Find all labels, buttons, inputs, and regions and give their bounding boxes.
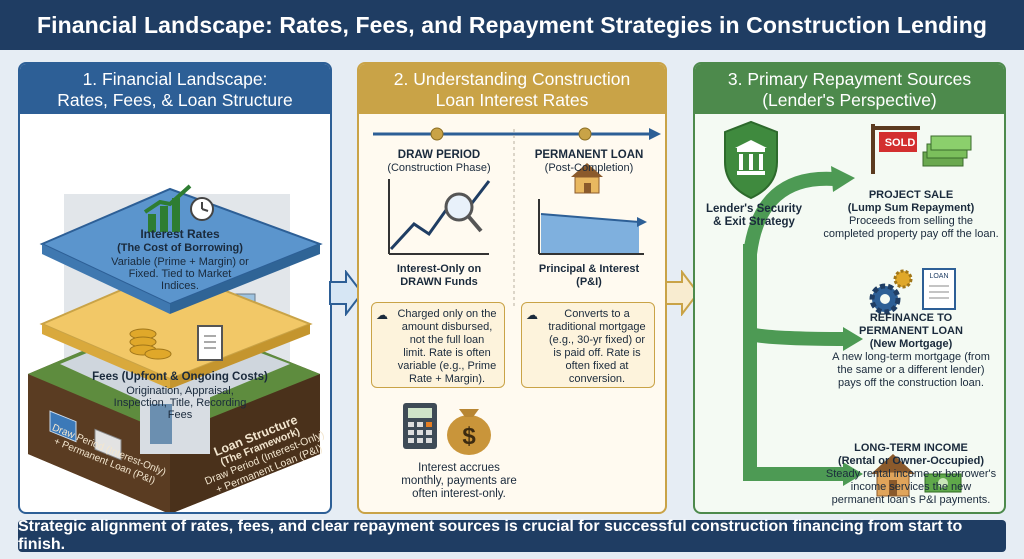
interest-accrual-note: Interest accrues monthly, payments are o…: [401, 462, 517, 500]
panel-loan-structure: 1. Financial Landscape: Rates, Fees, & L…: [18, 62, 332, 514]
money-bag-icon: [447, 415, 491, 455]
clipboard-icon: [197, 325, 223, 361]
interest-rates-title: Interest Rates: [140, 227, 220, 241]
draw-period-title: DRAW PERIOD: [397, 149, 481, 161]
house-icon: [571, 163, 603, 177]
interest-rates-subtitle: (The Cost of Borrowing): [117, 242, 243, 254]
fees-title: Fees (Upfront & Ongoing Costs): [92, 371, 268, 383]
chat-bubble-icon: ☁: [526, 308, 538, 322]
sold-label: SOLD: [884, 137, 916, 149]
loan-label: LOAN: [929, 273, 949, 280]
panel3-heading: 3. Primary Repayment Sources (Lender's P…: [695, 64, 1004, 114]
arrow-right-icon: [329, 270, 364, 316]
magnifier-icon: [444, 192, 474, 222]
calculator-moneybag-illustration: $: [403, 403, 491, 455]
repayment-flow-diagram: [724, 120, 972, 497]
panel-repayment-sources: 3. Primary Repayment Sources (Lender's P…: [693, 62, 1006, 514]
permanent-loan-title: PERMANENT LOAN: [534, 149, 644, 161]
chat-bubble-icon: ☁: [376, 308, 388, 322]
page-title: Financial Landscape: Rates, Fees, and Re…: [0, 0, 1024, 50]
draw-rate-label: Interest-Only on DRAWN Funds: [396, 263, 482, 288]
svg-text:$: $: [462, 423, 476, 450]
panel2-heading: 2. Understanding Construction Loan Inter…: [359, 64, 665, 114]
project-sale-block: PROJECT SALE (Lump Sum Repayment) Procee…: [823, 189, 999, 240]
arrow-right-icon: [665, 270, 700, 316]
layered-house-illustration: [28, 184, 323, 512]
sold-sign-icon: [879, 132, 917, 152]
draw-period-note: ☁ Charged only on the amount disbursed, …: [371, 302, 505, 388]
long-term-income-block: LONG-TERM INCOME (Rental or Owner-Occupi…: [825, 442, 997, 506]
lender-security-label: Lender's Security & Exit Strategy: [705, 203, 803, 228]
footer-banner: Strategic alignment of rates, fees, and …: [18, 518, 1006, 553]
rate-timeline-illustration: [373, 127, 661, 309]
panel-interest-rates: 2. Understanding Construction Loan Inter…: [357, 62, 667, 514]
panel1-heading: 1. Financial Landscape: Rates, Fees, & L…: [20, 64, 330, 114]
loan-document-icon: [922, 268, 956, 310]
house-icon: [871, 454, 915, 474]
permanent-loan-note: ☁ Converts to a traditional mortgage (e.…: [521, 302, 655, 388]
refinance-block: REFINANCE TO PERMANENT LOAN (New Mortgag…: [832, 312, 990, 389]
perm-rate-label: Principal & Interest (P&I): [538, 263, 640, 288]
